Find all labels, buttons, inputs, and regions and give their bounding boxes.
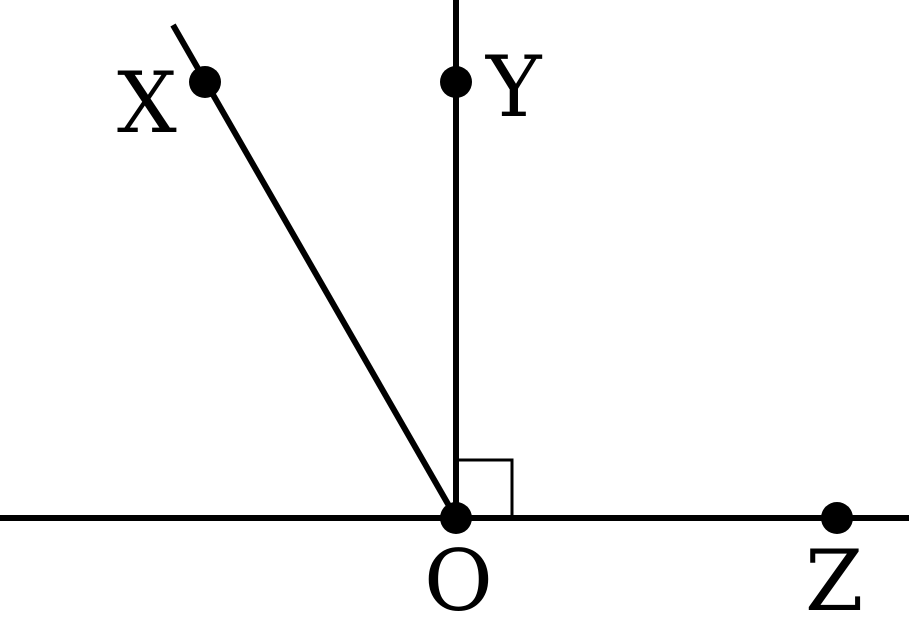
point-o	[440, 502, 472, 534]
point-z	[821, 502, 853, 534]
point-y	[440, 66, 472, 98]
right-angle-marker	[456, 458, 514, 518]
point-x	[189, 66, 221, 98]
label-z: Z	[805, 532, 863, 630]
label-o: O	[424, 532, 493, 630]
ray-ox	[170, 23, 459, 520]
label-y: Y	[485, 38, 543, 136]
label-x: X	[117, 54, 177, 152]
